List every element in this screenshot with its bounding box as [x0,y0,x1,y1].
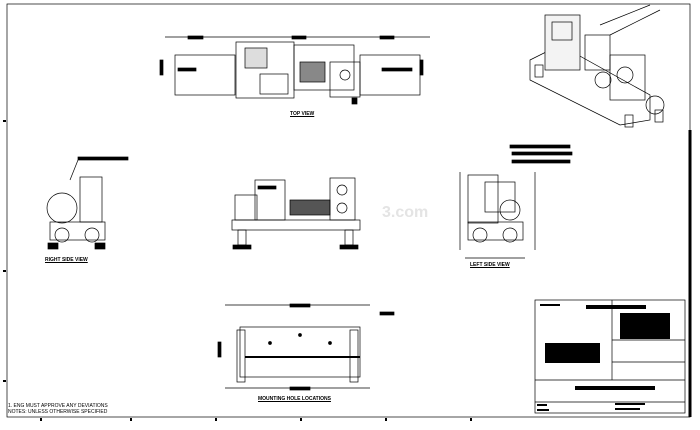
title-block [534,299,686,414]
right-side-view-label: RIGHT SIDE VIEW [45,257,88,263]
right-side-view [46,156,129,250]
mounting-hole-label: MOUNTING HOLE LOCATIONS [258,396,331,402]
top-view-label: TOP VIEW [290,111,315,117]
front-view [231,177,361,250]
note-line-2: NOTES: UNLESS OTHERWISE SPECIFIED [8,409,108,415]
mounting-hole-view [217,303,395,391]
isometric-view [529,4,665,128]
note-line-1: 1. ENG MUST APPROVE ANY DEVIATIONS [8,403,108,409]
top-view [159,35,430,105]
watermark: 3.com [382,204,429,221]
left-side-view-label: LEFT SIDE VIEW [470,262,510,268]
left-side-view [459,144,573,259]
zone-ticks [3,120,472,421]
